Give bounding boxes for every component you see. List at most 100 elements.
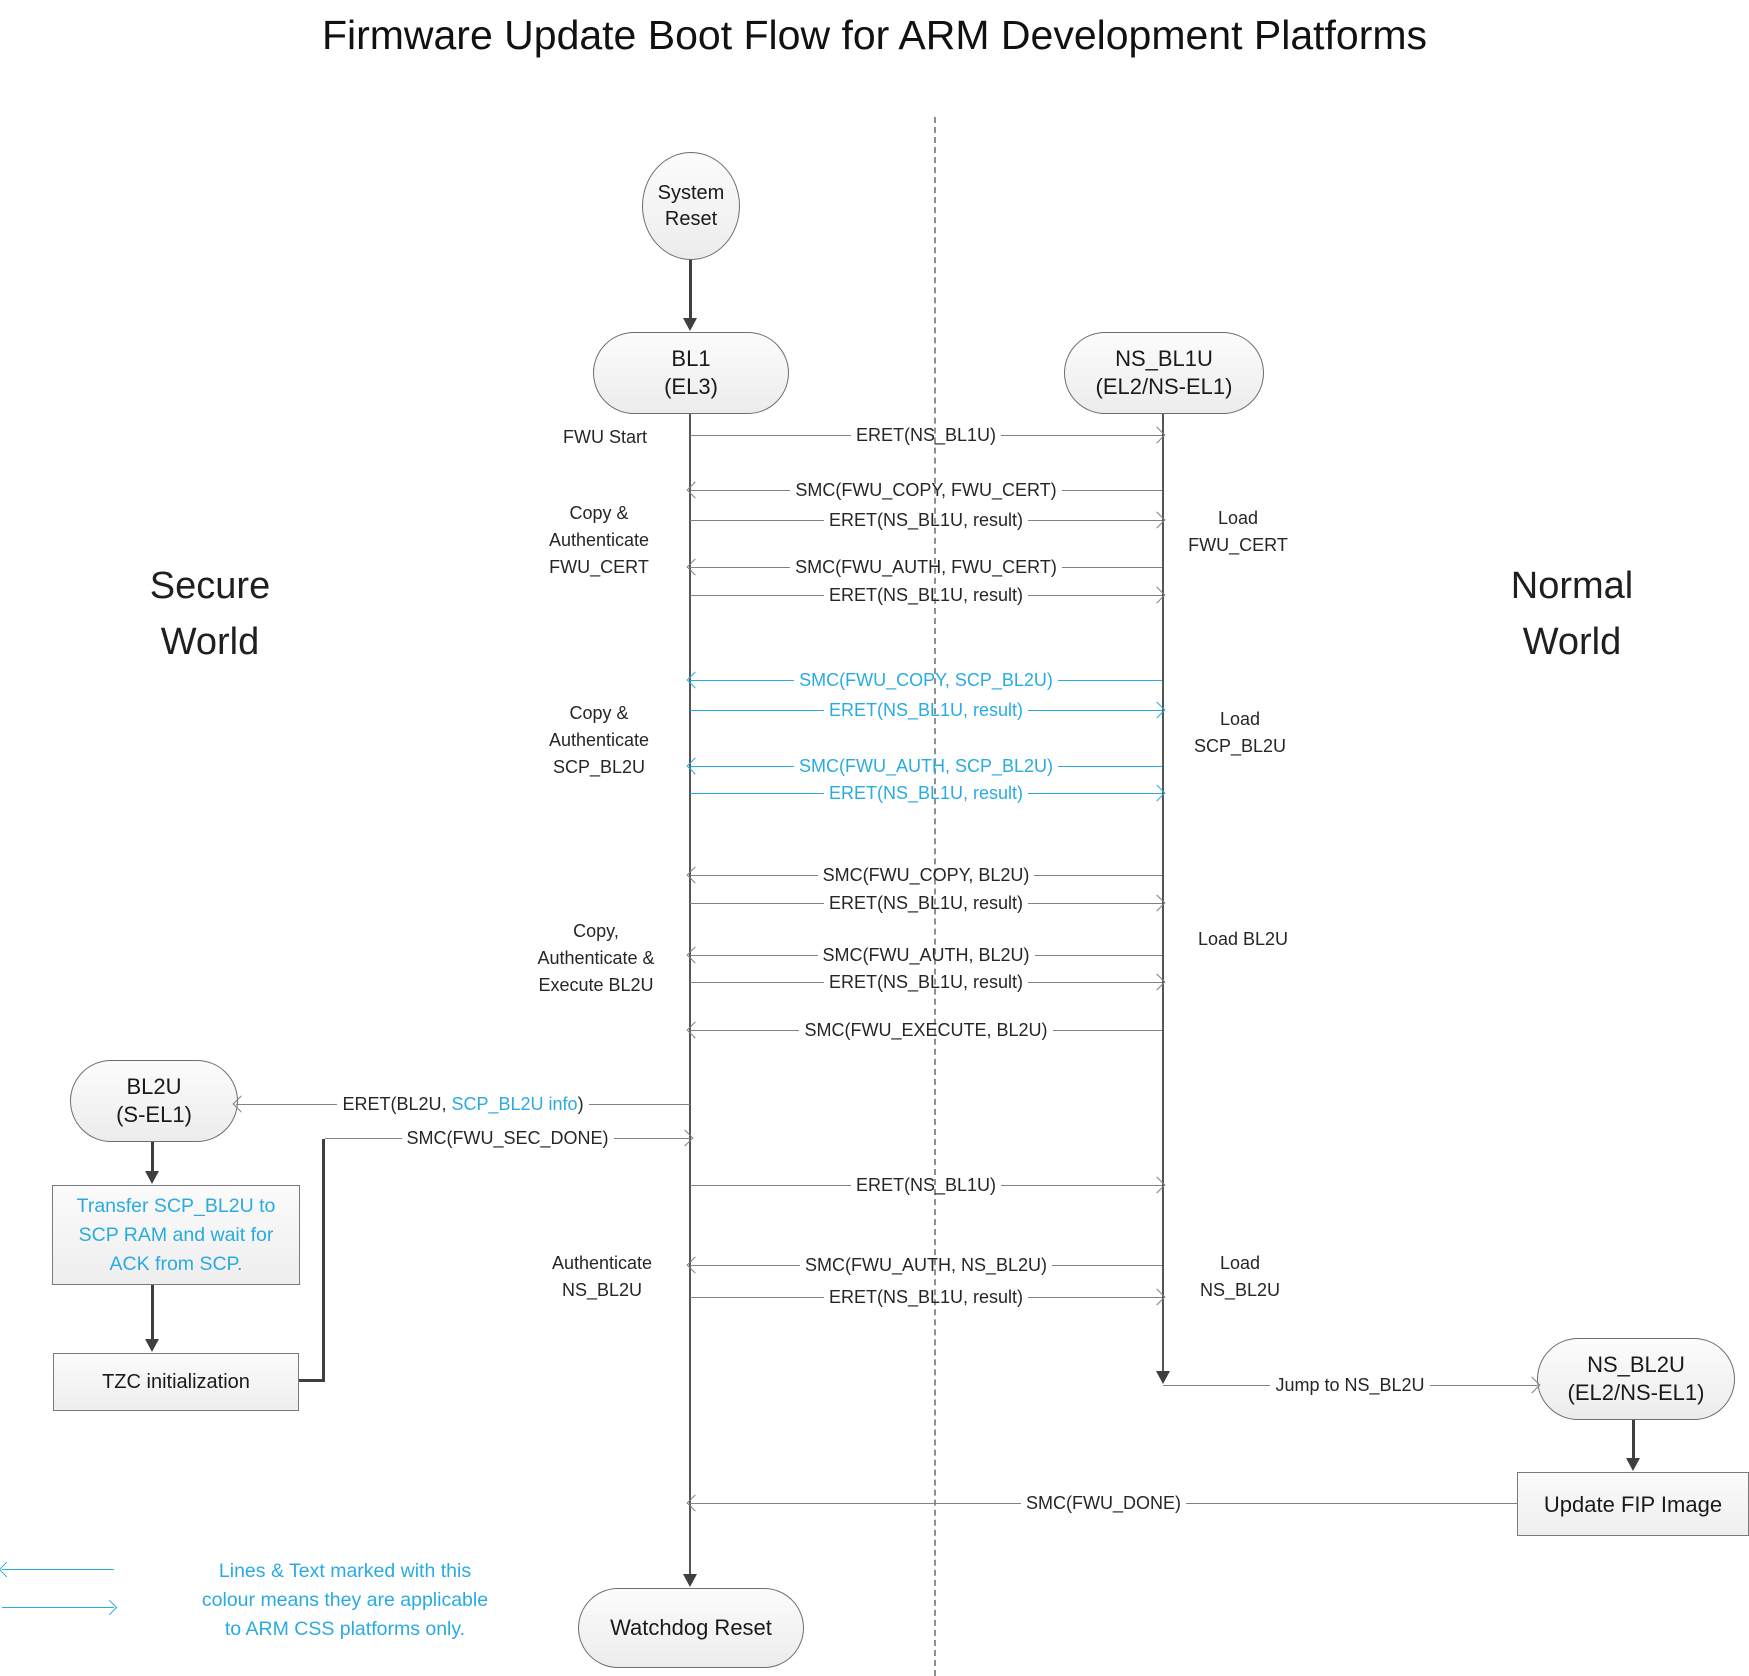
msg-eret-ns-bl1u-result: ERET(NS_BL1U, result) — [690, 1283, 1166, 1311]
arrowhead-right-icon — [101, 1599, 118, 1616]
arrowhead-left-icon — [686, 866, 704, 884]
arrowhead-down-icon — [1626, 1458, 1640, 1471]
arrowhead-down-icon — [683, 1574, 697, 1587]
arrowhead-left-icon — [232, 1095, 250, 1113]
msg-smc-fwu-copy-scp-bl2u: SMC(FWU_COPY, SCP_BL2U) — [686, 666, 1163, 694]
arrowhead-down-icon — [145, 1171, 159, 1184]
flow-line-nsbl2u-to-fip — [1632, 1418, 1635, 1458]
label-copy-auth-exec-bl2u: Copy, Authenticate & Execute BL2U — [537, 921, 655, 995]
label-load-bl2u: Load BL2U — [1197, 929, 1289, 949]
line-segment — [1034, 954, 1163, 956]
line-segment — [1001, 434, 1163, 436]
line-segment — [690, 981, 824, 983]
world-divider-line — [934, 117, 936, 1676]
line-segment — [1061, 566, 1162, 568]
arrowhead-left-icon — [686, 946, 704, 964]
legend-text: Lines & Text marked with this colour mea… — [201, 1560, 489, 1640]
line-segment — [690, 902, 824, 904]
line-segment — [1028, 519, 1162, 521]
line-segment — [1429, 1384, 1538, 1386]
line-segment — [588, 1103, 691, 1105]
line-segment — [1163, 1384, 1271, 1386]
arrowhead-down-icon — [145, 1339, 159, 1352]
line-segment — [1052, 1029, 1162, 1031]
connector-tzc-vertical — [322, 1139, 325, 1381]
line-segment — [1028, 709, 1162, 711]
connector-tzc-horizontal — [298, 1379, 325, 1382]
msg-smc-fwu-auth-ns-bl2u: SMC(FWU_AUTH, NS_BL2U) — [686, 1251, 1162, 1279]
line-segment — [690, 765, 794, 767]
flow-line-transfer-to-tzc — [151, 1283, 154, 1339]
node-ns-bl2u: NS_BL2U (EL2/NS-EL1) — [1537, 1338, 1735, 1420]
line-segment — [1028, 902, 1162, 904]
label-fwu-start: FWU Start — [563, 427, 647, 447]
msg-eret-ns-bl1u: ERET(NS_BL1U) — [690, 421, 1166, 449]
line-segment — [690, 434, 851, 436]
msg-eret-ns-bl1u-result: ERET(NS_BL1U, result) — [690, 506, 1166, 534]
line-segment — [1052, 1264, 1162, 1266]
line-segment — [690, 874, 818, 876]
line-segment — [1061, 489, 1162, 491]
msg-eret-ns-bl1u-result: ERET(NS_BL1U, result) — [690, 581, 1166, 609]
line-segment — [325, 1137, 402, 1139]
bl1-lifeline — [689, 412, 691, 1575]
msg-eret-bl2u-scp-info: ERET(BL2U, SCP_BL2U info) — [232, 1090, 691, 1118]
arrowhead-left-icon — [686, 1256, 704, 1274]
line-segment — [1028, 981, 1162, 983]
line-segment — [690, 709, 824, 711]
line-segment — [1028, 594, 1162, 596]
msg-smc-fwu-done: SMC(FWU_DONE) — [686, 1489, 1517, 1517]
page-title: Firmware Update Boot Flow for ARM Develo… — [321, 12, 1428, 58]
line-segment — [690, 679, 795, 681]
line-segment — [613, 1137, 691, 1139]
arrowhead-left-icon — [686, 757, 704, 775]
flow-line-bl2u-to-transfer — [151, 1140, 154, 1172]
node-watchdog-reset: Watchdog Reset — [578, 1588, 804, 1668]
line-segment — [690, 1296, 824, 1298]
msg-eret-ns-bl1u-result: ERET(NS_BL1U, result) — [690, 968, 1166, 996]
msg-smc-fwu-auth-fwu-cert: SMC(FWU_AUTH, FWU_CERT) — [686, 553, 1162, 581]
label-load-ns-bl2u: Load NS_BL2U — [1199, 1253, 1281, 1300]
line-segment — [690, 954, 818, 956]
box-tzc-initialization: TZC initialization — [53, 1353, 299, 1411]
arrowhead-left-icon — [686, 671, 704, 689]
msg-eret-ns-bl1u-result: ERET(NS_BL1U, result) — [690, 889, 1166, 917]
msg-smc-fwu-execute-bl2u: SMC(FWU_EXECUTE, BL2U) — [686, 1016, 1162, 1044]
arrowhead-left-icon — [686, 481, 704, 499]
line-segment — [690, 792, 824, 794]
msg-smc-fwu-auth-scp-bl2u: SMC(FWU_AUTH, SCP_BL2U) — [686, 752, 1162, 780]
node-ns-bl1u: NS_BL1U (EL2/NS-EL1) — [1064, 332, 1264, 414]
msg-smc-fwu-sec-done: SMC(FWU_SEC_DONE) — [325, 1124, 694, 1152]
arrowhead-left-icon — [686, 1494, 704, 1512]
line-segment — [690, 594, 824, 596]
line-segment — [1028, 1296, 1162, 1298]
legend-arrow-left — [0, 1561, 114, 1578]
line-segment — [236, 1103, 338, 1105]
ns-bl1u-lifeline — [1162, 412, 1164, 1372]
arrowhead-left-icon — [0, 1561, 15, 1578]
line-segment — [1186, 1502, 1517, 1504]
arrowhead-left-icon — [686, 1021, 704, 1039]
node-bl1: BL1 (EL3) — [593, 332, 789, 414]
arrowhead-down-icon — [1156, 1371, 1170, 1384]
node-system-reset: System Reset — [642, 152, 740, 260]
line-segment — [1001, 1184, 1163, 1186]
node-bl2u: BL2U (S-EL1) — [70, 1060, 238, 1142]
arrowhead-down-icon — [683, 318, 697, 331]
line-segment — [1057, 679, 1163, 681]
legend-arrow-right — [2, 1599, 118, 1616]
normal-world-label: Normal World — [1510, 565, 1634, 663]
line-segment — [1028, 792, 1162, 794]
label-load-scp-bl2u: Load SCP_BL2U — [1193, 709, 1287, 756]
line-segment — [690, 1029, 800, 1031]
line-segment — [690, 519, 824, 521]
arrowhead-right-icon — [676, 1129, 694, 1147]
msg-jump-to-ns-bl2u: Jump to NS_BL2U — [1163, 1371, 1541, 1399]
label-authenticate-ns-bl2u: Authenticate NS_BL2U — [551, 1253, 653, 1300]
msg-eret-ns-bl1u: ERET(NS_BL1U) — [690, 1171, 1166, 1199]
line-segment — [690, 566, 791, 568]
msg-label-mixed: ERET(BL2U, SCP_BL2U info) — [342, 1093, 584, 1114]
msg-eret-ns-bl1u-result: ERET(NS_BL1U, result) — [690, 696, 1166, 724]
secure-world-label: Secure World — [149, 565, 271, 663]
